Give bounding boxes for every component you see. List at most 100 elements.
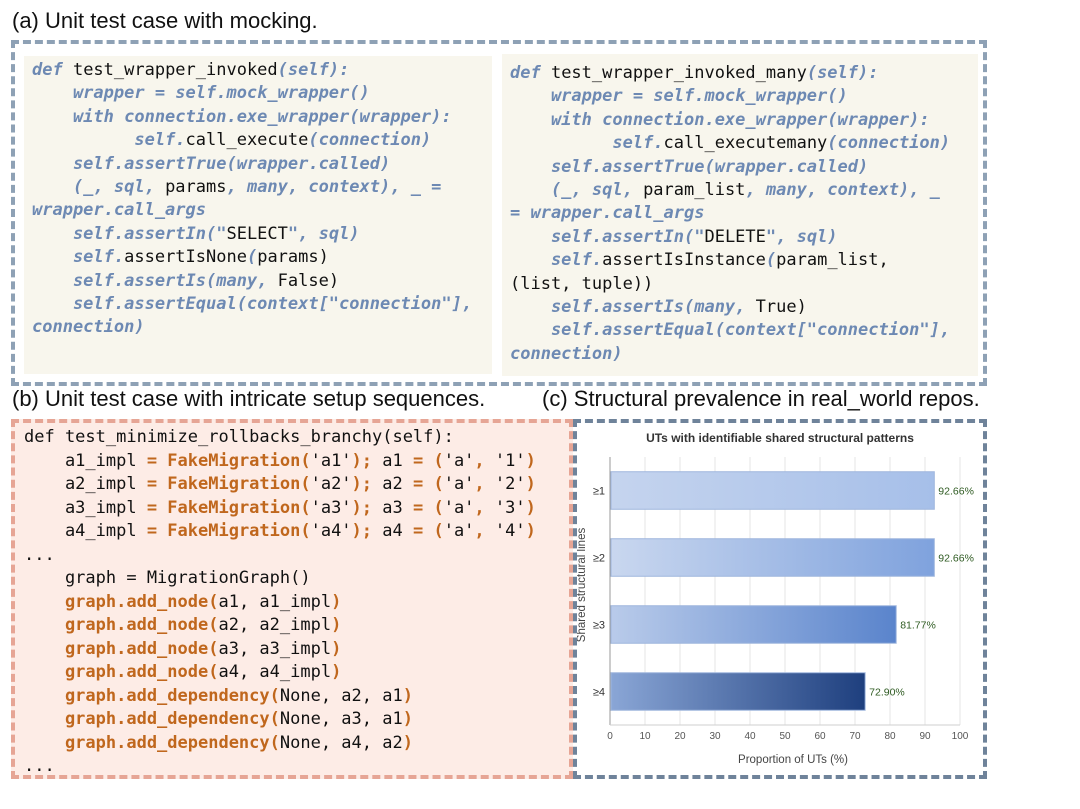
x-tick-label: 90 — [919, 731, 931, 742]
code-token: a2_impl — [24, 474, 147, 494]
x-tick-label: 80 — [884, 731, 896, 742]
code-line: self.assertEqual(context["connection"], — [510, 319, 950, 342]
caption-b: (b) Unit test case with intricate setup … — [12, 386, 486, 411]
y-axis-title: Shared structural lines — [577, 528, 588, 643]
code-token: (self): — [277, 60, 350, 80]
code-token: True) — [755, 296, 807, 317]
code-token: a2 — [382, 474, 413, 494]
panel-b-frame — [11, 419, 573, 779]
code-token: with connection.exe_wrapper(wrapper): — [32, 106, 452, 127]
code-token: (list, tuple)) — [510, 273, 654, 294]
code-token: graph.add_node( — [24, 591, 219, 612]
code-token: graph.add_node( — [24, 662, 219, 682]
code-token: '3' — [494, 497, 526, 518]
code-token: call_executemany — [663, 133, 828, 154]
code-token: self. — [32, 247, 125, 268]
code-token: ) — [331, 638, 342, 659]
code-line: connection) — [32, 316, 472, 339]
code-line: with connection.exe_wrapper(wrapper): — [510, 109, 950, 132]
code-token: 'a' — [443, 474, 475, 494]
code-line: ... — [24, 544, 536, 568]
code-token: 'a' — [443, 521, 475, 541]
y-tick-label: ≥3 — [593, 620, 605, 632]
code-token: def — [510, 63, 551, 83]
code-token: 'a4' — [310, 521, 352, 541]
code-token: SELECT — [226, 223, 288, 244]
code-token: ); — [351, 521, 383, 541]
code-token: def — [32, 60, 73, 80]
code-token: DELETE — [704, 226, 766, 247]
y-tick-label: ≥1 — [593, 486, 605, 498]
code-token: self. — [510, 133, 664, 154]
code-line: (_, sql, param_list, many, context), _ — [510, 179, 950, 202]
code-token: with connection.exe_wrapper(wrapper): — [510, 109, 930, 130]
code-line: wrapper = self.mock_wrapper() — [32, 82, 472, 105]
code-line: a3_impl = FakeMigration('a3'); a3 = ('a'… — [24, 497, 536, 521]
code-token: , — [474, 450, 495, 471]
bar-4 — [610, 672, 866, 711]
code-token: ", sql) — [765, 226, 838, 247]
code-token: ) — [331, 591, 342, 612]
code-token: ... — [24, 756, 55, 776]
code-token: wrapper = self.mock_wrapper() — [510, 86, 848, 107]
code-token: ); — [351, 450, 383, 471]
code-token: 'a3' — [310, 497, 352, 518]
code-token: graph.add_node( — [24, 638, 219, 659]
code-token: graph = MigrationGraph() — [24, 568, 311, 588]
y-tick-label: ≥2 — [593, 553, 605, 565]
code-token: self.assertIn(" — [510, 226, 705, 247]
caption-a: (a) Unit test case with mocking. — [12, 8, 318, 33]
code-token: assertIsNone — [124, 247, 247, 268]
panel-c-frame — [573, 419, 987, 779]
code-token: wrapper.call_args — [32, 200, 206, 221]
code-line: self.assertEqual(context["connection"], — [32, 293, 472, 316]
x-tick-label: 50 — [779, 731, 791, 742]
code-line: def test_minimize_rollbacks_branchy(self… — [24, 426, 536, 450]
code-token: self.assertTrue(wrapper.called) — [32, 153, 391, 174]
code-line: graph.add_dependency(None, a4, a2) — [24, 732, 536, 756]
code-token: = FakeMigration( — [146, 474, 311, 494]
caption-c: (c) Structural prevalence in real_world … — [542, 386, 980, 411]
bar-chart: UTs with identifiable shared structural … — [577, 431, 974, 766]
code-token: a1 — [382, 450, 413, 471]
code-token: 'a2' — [310, 474, 352, 494]
code-line: def test_wrapper_invoked(self): — [32, 59, 472, 82]
code-line: self.assertTrue(wrapper.called) — [32, 153, 472, 176]
x-tick-label: 60 — [814, 731, 826, 742]
code-token: False) — [277, 270, 340, 291]
code-token: a3 — [382, 497, 413, 518]
code-line: self.assertIs(many, True) — [510, 296, 950, 319]
code-token: wrapper = self.mock_wrapper() — [32, 83, 370, 104]
code-line: = wrapper.call_args — [510, 202, 950, 225]
code-line: graph.add_node(a1, a1_impl) — [24, 591, 536, 615]
code-token: ) — [525, 521, 536, 541]
x-tick-label: 70 — [849, 731, 861, 742]
code-token: self.assertTrue(wrapper.called) — [510, 156, 869, 177]
code-token: a4, a4_impl — [218, 662, 332, 682]
code-token: ( — [765, 250, 777, 271]
code-token: = ( — [412, 450, 444, 471]
code-token: a1_impl — [24, 450, 147, 471]
code-token: ) — [525, 474, 536, 494]
code-line: self.call_execute(connection) — [32, 129, 472, 152]
x-tick-label: 40 — [744, 731, 756, 742]
code-token: ) — [402, 709, 413, 729]
code-token: self.assertEqual(context["connection"], — [32, 293, 473, 314]
code-token: = FakeMigration( — [146, 521, 311, 541]
code-panel-right — [502, 54, 978, 376]
bar-value-label: 72.90% — [869, 687, 905, 699]
code-token: = ( — [412, 474, 444, 494]
code-token: connection) — [32, 317, 145, 338]
code-token: ) — [525, 450, 536, 471]
code-token: , many, context), _ — [745, 179, 940, 200]
code-token: 'a1' — [310, 450, 352, 471]
code-token: 'a' — [443, 450, 475, 471]
bar-2 — [610, 538, 935, 577]
code-token: self. — [510, 250, 603, 271]
code-line: a1_impl = FakeMigration('a1'); a1 = ('a'… — [24, 450, 536, 474]
code-token: a2, a2_impl — [218, 615, 332, 635]
code-line: (_, sql, params, many, context), _ = — [32, 176, 472, 199]
code-token: param_list, — [776, 250, 889, 271]
